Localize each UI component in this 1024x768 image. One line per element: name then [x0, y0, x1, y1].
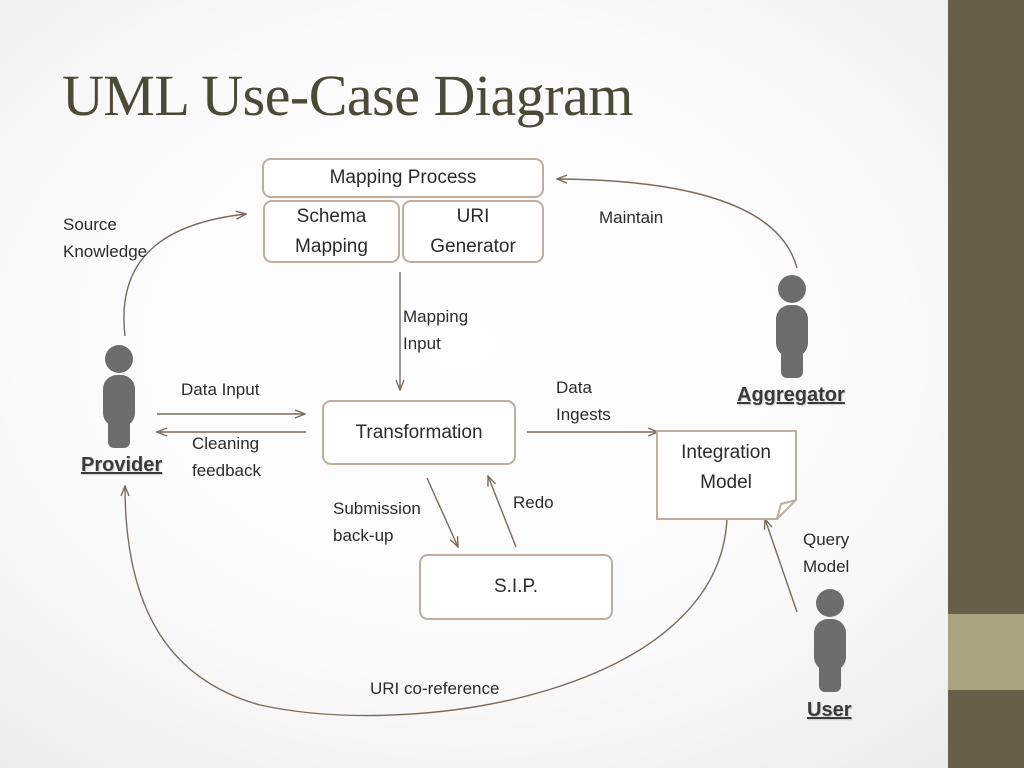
integration-model-shape[interactable]: [656, 430, 798, 520]
slide-title: UML Use-Case Diagram: [62, 63, 633, 128]
uri-generator-box[interactable]: URI Generator: [402, 200, 544, 263]
uri-generator-label: URI Generator: [430, 205, 516, 257]
uri-coreference-label: URI co-reference: [370, 679, 500, 698]
connector-layer: [0, 0, 798, 717]
source-knowledge-arrow: [123, 214, 246, 337]
source-knowledge-label: Source Knowledge: [63, 215, 148, 261]
sip-box[interactable]: S.I.P.: [419, 554, 613, 620]
user-label: User: [807, 699, 852, 721]
mapping-input-label: Mapping Input: [403, 307, 469, 353]
mapping-process-label: Mapping Process: [329, 167, 477, 188]
redo-arrow: [488, 476, 517, 548]
aggregator-label: Aggregator: [737, 384, 845, 406]
redo-label: Redo: [513, 493, 554, 512]
maintain-arrow: [557, 179, 798, 269]
sidebar-accent: [948, 614, 1024, 690]
transformation-label: Transformation: [355, 421, 483, 443]
aggregator-actor-icon[interactable]: [772, 274, 812, 380]
transformation-box[interactable]: Transformation: [322, 400, 516, 465]
schema-mapping-box[interactable]: Schema Mapping: [263, 200, 400, 263]
sip-label: S.I.P.: [493, 576, 538, 597]
maintain-label: Maintain: [599, 208, 664, 227]
data-input-label: Data Input: [181, 380, 260, 399]
submission-backup-label: Submission back-up: [333, 499, 421, 545]
submission-backup-arrow: [426, 477, 458, 547]
query-model-arrow: [765, 519, 798, 613]
uri-coreference-arrow: [125, 486, 728, 717]
provider-actor-icon[interactable]: [99, 344, 139, 450]
cleaning-feedback-label: Cleaning feedback: [192, 434, 261, 480]
data-ingests-label: Data Ingests: [556, 378, 611, 424]
integration-model-label: Integration Model: [681, 442, 771, 493]
query-model-label: Query Model: [803, 530, 850, 576]
provider-label: Provider: [81, 454, 163, 476]
mapping-process-box[interactable]: Mapping Process: [262, 158, 544, 198]
schema-mapping-label: Schema Mapping: [295, 205, 368, 257]
user-actor-icon[interactable]: [810, 588, 850, 694]
